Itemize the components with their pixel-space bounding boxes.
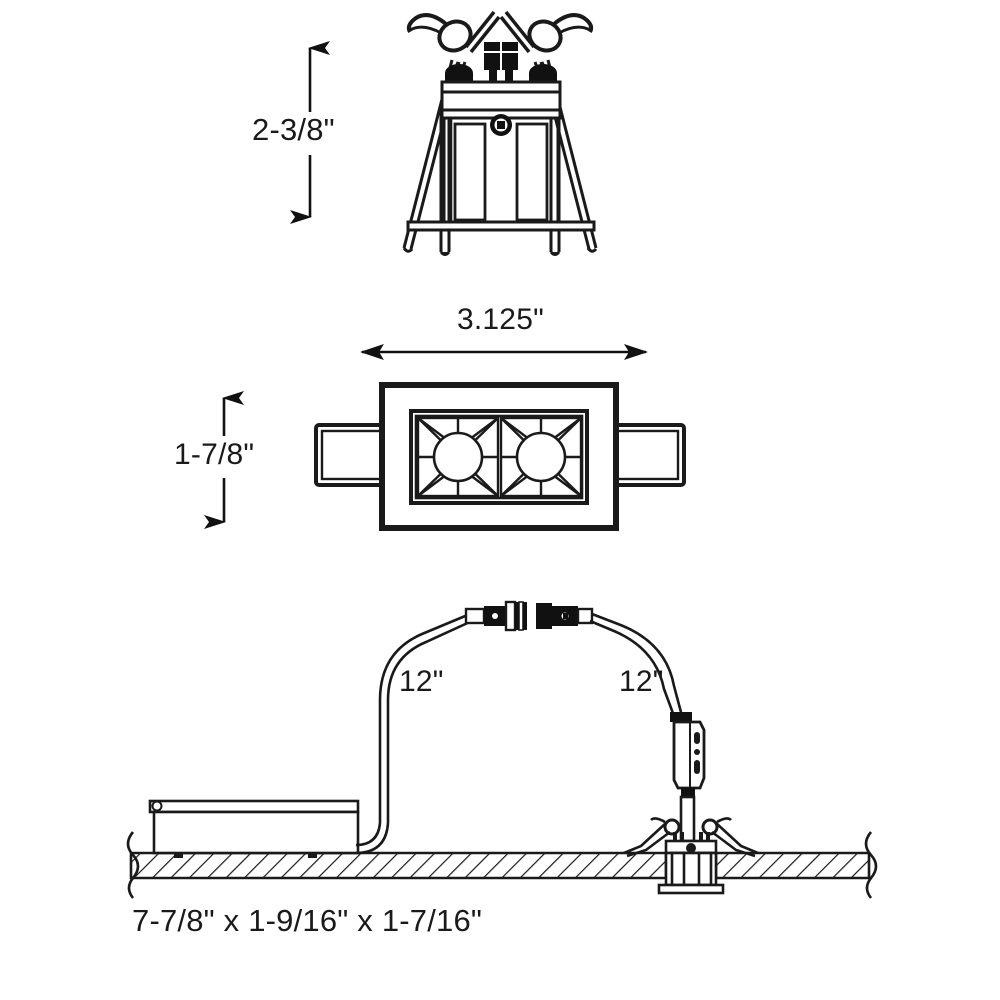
lead-wire-right <box>589 612 684 717</box>
view-middle-trim <box>204 344 686 531</box>
caption-overall-dimensions: 7-7/8" x 1-9/16" x 1-7/16" <box>132 903 483 938</box>
socket-bushings <box>445 64 557 82</box>
spring-clip-right-bottom <box>701 817 759 858</box>
remote-driver-box <box>148 799 360 858</box>
dimension-label-lead-left: 12" <box>399 665 444 698</box>
break-line-right <box>864 831 878 899</box>
view-top-housing <box>290 10 598 256</box>
reflector-cell-right <box>499 416 583 498</box>
view-bottom-installation <box>126 600 878 899</box>
break-line-left <box>126 831 140 899</box>
inline-junction-module <box>670 712 706 797</box>
housing-body <box>406 80 596 232</box>
dimension-label-height-middle: 1-7/8" <box>174 438 255 471</box>
quick-connector-male <box>536 603 594 629</box>
spring-clip-left-bottom <box>623 817 681 858</box>
mounting-arm-left <box>314 423 388 487</box>
dimension-label-width-middle: 3.125" <box>457 303 544 336</box>
lamp-socket-block <box>484 42 518 82</box>
lead-wire-left <box>355 612 473 855</box>
dimension-label-lead-right: 12" <box>619 665 664 698</box>
quick-connector-female <box>464 600 527 632</box>
ceiling-plane-hatched <box>129 851 871 880</box>
reflector-cell-left <box>416 416 500 498</box>
dimension-label-height-top: 2-3/8" <box>252 112 335 147</box>
mounting-arm-right <box>612 423 686 487</box>
hex-screw-icon <box>490 114 512 136</box>
recessed-housing-can <box>657 832 725 895</box>
